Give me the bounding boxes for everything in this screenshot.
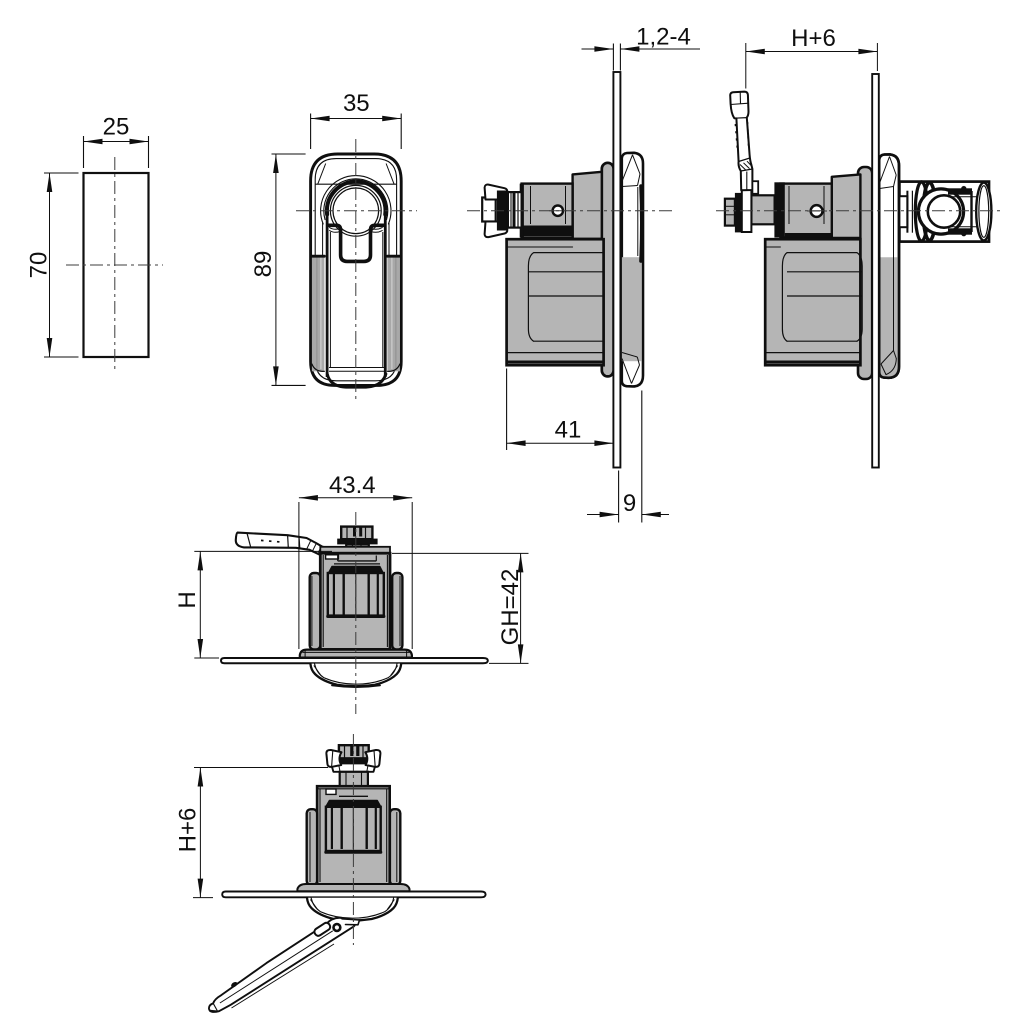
svg-text:GH=42: GH=42 <box>497 569 524 646</box>
svg-text:H+6: H+6 <box>791 25 836 52</box>
svg-text:9: 9 <box>623 490 636 517</box>
svg-text:H+6: H+6 <box>175 808 202 853</box>
svg-text:89: 89 <box>250 251 277 278</box>
svg-text:41: 41 <box>555 417 582 444</box>
svg-text:35: 35 <box>343 90 370 117</box>
svg-text:H: H <box>174 591 201 608</box>
svg-text:25: 25 <box>103 114 130 141</box>
svg-text:43.4: 43.4 <box>329 472 376 499</box>
svg-text:1,2-4: 1,2-4 <box>636 24 691 51</box>
svg-text:70: 70 <box>25 252 52 279</box>
